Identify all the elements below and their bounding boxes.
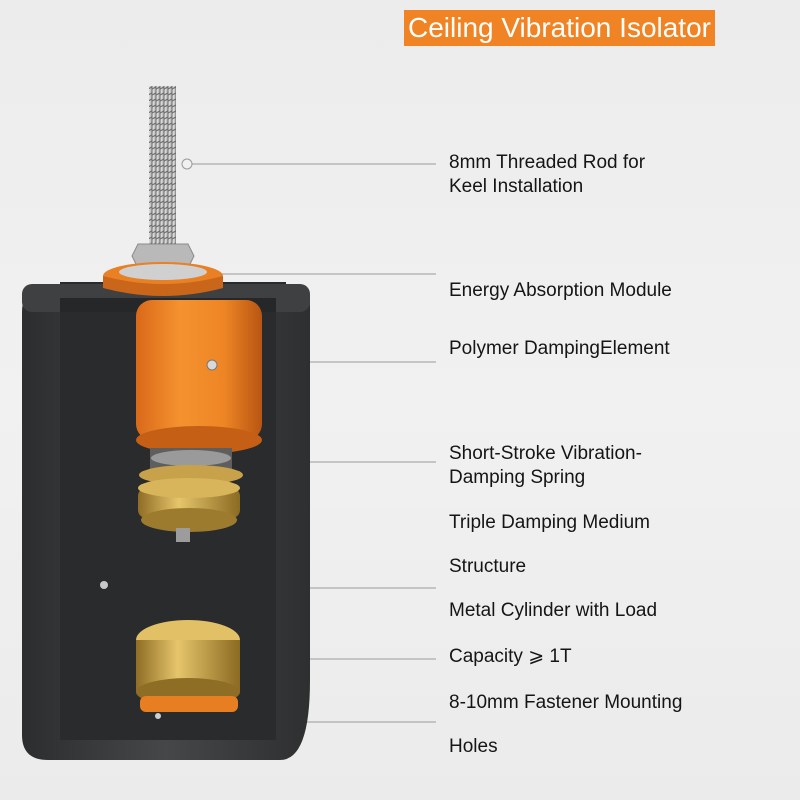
mounting-housing <box>22 284 310 760</box>
callout-fastener-mounting: 8-10mm Fastener Mounting <box>449 691 682 715</box>
callout-polymer-damping-element: Polymer DampingElement <box>449 337 670 361</box>
callout-line: Capacity ⩾ 1T <box>449 646 572 667</box>
callout-line: Triple Damping Medium <box>449 512 650 533</box>
bottom-orange-pad <box>140 696 238 712</box>
callout-line: Energy Absorption Module <box>449 280 672 301</box>
polymer-damping-element <box>136 300 262 440</box>
threaded-rod <box>149 86 176 246</box>
callout-load-capacity: Capacity ⩾ 1T <box>449 645 572 669</box>
callout-holes: Holes <box>449 735 498 759</box>
mounting-hole <box>100 581 108 589</box>
callout-line: 8-10mm Fastener Mounting <box>449 692 683 713</box>
callout-threaded-rod: 8mm Threaded Rod for Keel Installation <box>449 151 645 199</box>
callout-line: 8mm Threaded Rod for <box>449 152 646 173</box>
callout-line: Holes <box>449 736 498 757</box>
callout-line: Damping Spring <box>449 467 586 488</box>
page-title: Ceiling Vibration Isolator <box>404 10 715 46</box>
callout-line: Polymer DampingElement <box>449 338 670 359</box>
callout-triple-damping-medium: Triple Damping Medium <box>449 511 650 535</box>
damping-element-screw <box>206 359 218 371</box>
callout-energy-absorption-module: Energy Absorption Module <box>449 279 672 303</box>
callout-line: Metal Cylinder with Load <box>449 600 658 621</box>
callout-line: Structure <box>449 556 527 577</box>
callout-line: Keel Installation <box>449 176 584 197</box>
callout-line: Short-Stroke Vibration- <box>449 443 642 464</box>
callout-damping-spring: Short-Stroke Vibration- Damping Spring <box>449 442 642 490</box>
callout-structure: Structure <box>449 555 526 579</box>
callout-metal-cylinder: Metal Cylinder with Load <box>449 599 657 623</box>
